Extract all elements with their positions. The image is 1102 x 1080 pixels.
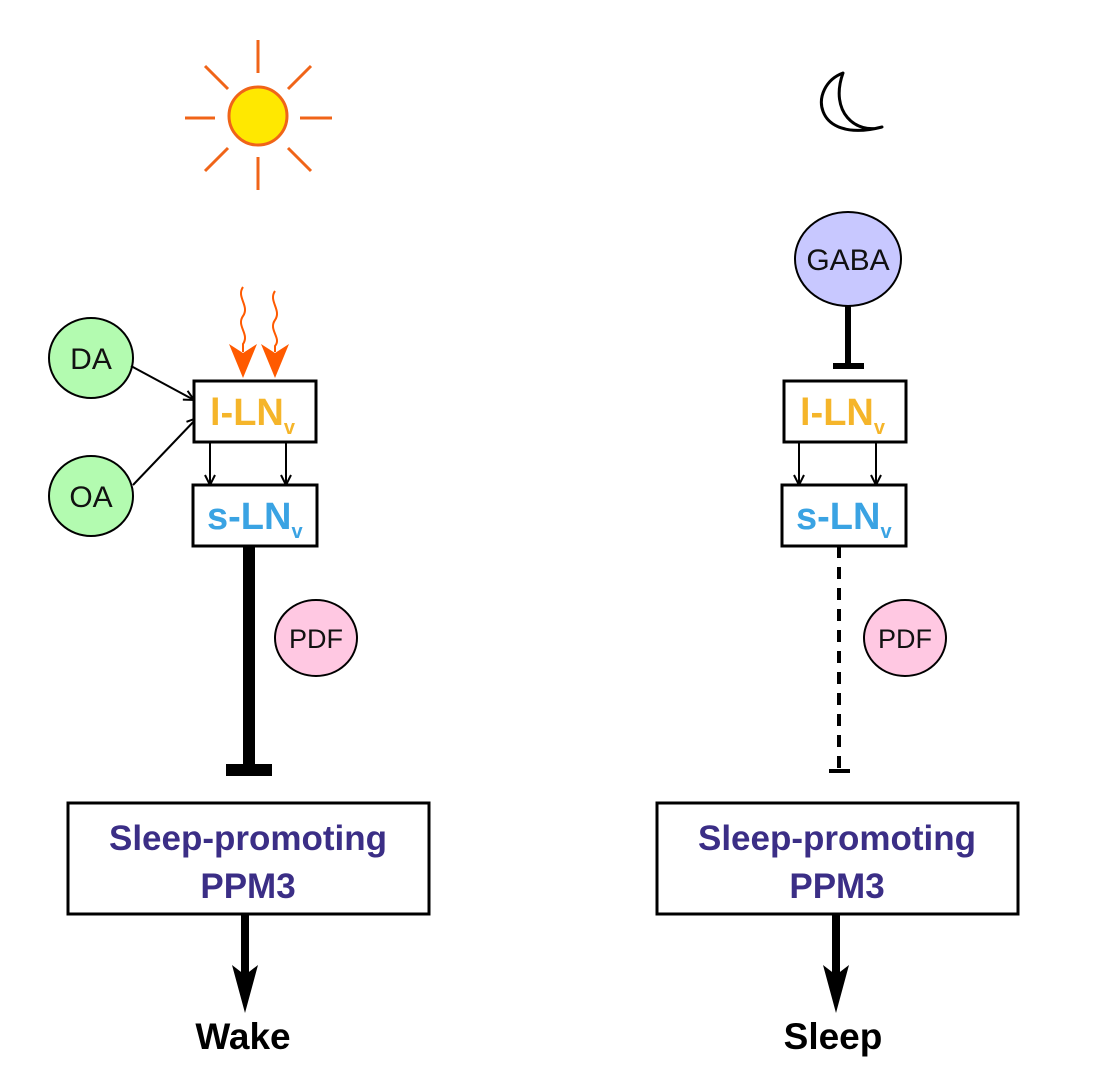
day-output-arrow <box>232 914 258 1013</box>
night-s-lnv-box: s-LNv <box>780 483 908 548</box>
day-pdf-oval: PDF <box>274 599 358 677</box>
day-s-lnv-label: s-LN <box>207 496 291 538</box>
night-ppm3-box: Sleep-promoting PPM3 <box>655 801 1020 916</box>
day-ppm3-line2: PPM3 <box>200 867 295 906</box>
day-ppm3-box: Sleep-promoting PPM3 <box>66 801 431 916</box>
day-l-lnv-box: l-LNv <box>192 379 318 444</box>
svg-text:l-LNv: l-LNv <box>800 392 886 439</box>
night-l-lnv-subscript: v <box>874 417 886 439</box>
night-s-lnv-label: s-LN <box>796 496 880 538</box>
night-l-lnv-box: l-LNv <box>782 379 908 444</box>
day-s-lnv-subscript: v <box>291 521 303 543</box>
gaba-label: GABA <box>806 244 889 277</box>
moon-icon <box>819 71 884 132</box>
oa-oval: OA <box>48 455 134 537</box>
oa-arrow <box>132 418 197 486</box>
night-s-lnv-subscript: v <box>880 521 892 543</box>
night-weak-inhibition-connector <box>829 546 850 773</box>
night-pdf-label: PDF <box>878 624 932 654</box>
svg-text:l-LNv: l-LNv <box>210 392 296 439</box>
sleep-label: Sleep <box>784 1016 883 1057</box>
da-oval: DA <box>48 317 134 399</box>
day-s-lnv-box: s-LNv <box>191 483 319 548</box>
night-ppm3-line1: Sleep-promoting <box>698 819 976 858</box>
day-inhibition-connector <box>226 546 272 776</box>
svg-text:s-LNv: s-LNv <box>796 496 892 543</box>
svg-text:s-LNv: s-LNv <box>207 496 303 543</box>
da-label: DA <box>70 343 112 376</box>
night-ppm3-line2: PPM3 <box>789 867 884 906</box>
da-arrow <box>130 365 194 400</box>
wake-label: Wake <box>195 1016 290 1057</box>
night-pdf-oval: PDF <box>863 599 947 677</box>
day-l-lnv-label: l-LN <box>210 392 284 434</box>
night-l-lnv-label: l-LN <box>800 392 874 434</box>
gaba-oval: GABA <box>794 211 902 307</box>
night-output-arrow <box>823 914 849 1013</box>
sun-icon <box>185 40 332 190</box>
oa-label: OA <box>69 481 112 514</box>
day-ppm3-line1: Sleep-promoting <box>109 819 387 858</box>
day-pdf-label: PDF <box>289 624 343 654</box>
gaba-inhibition-connector <box>833 306 864 369</box>
heat-wave-icon <box>229 286 289 378</box>
day-l-lnv-subscript: v <box>284 417 296 439</box>
